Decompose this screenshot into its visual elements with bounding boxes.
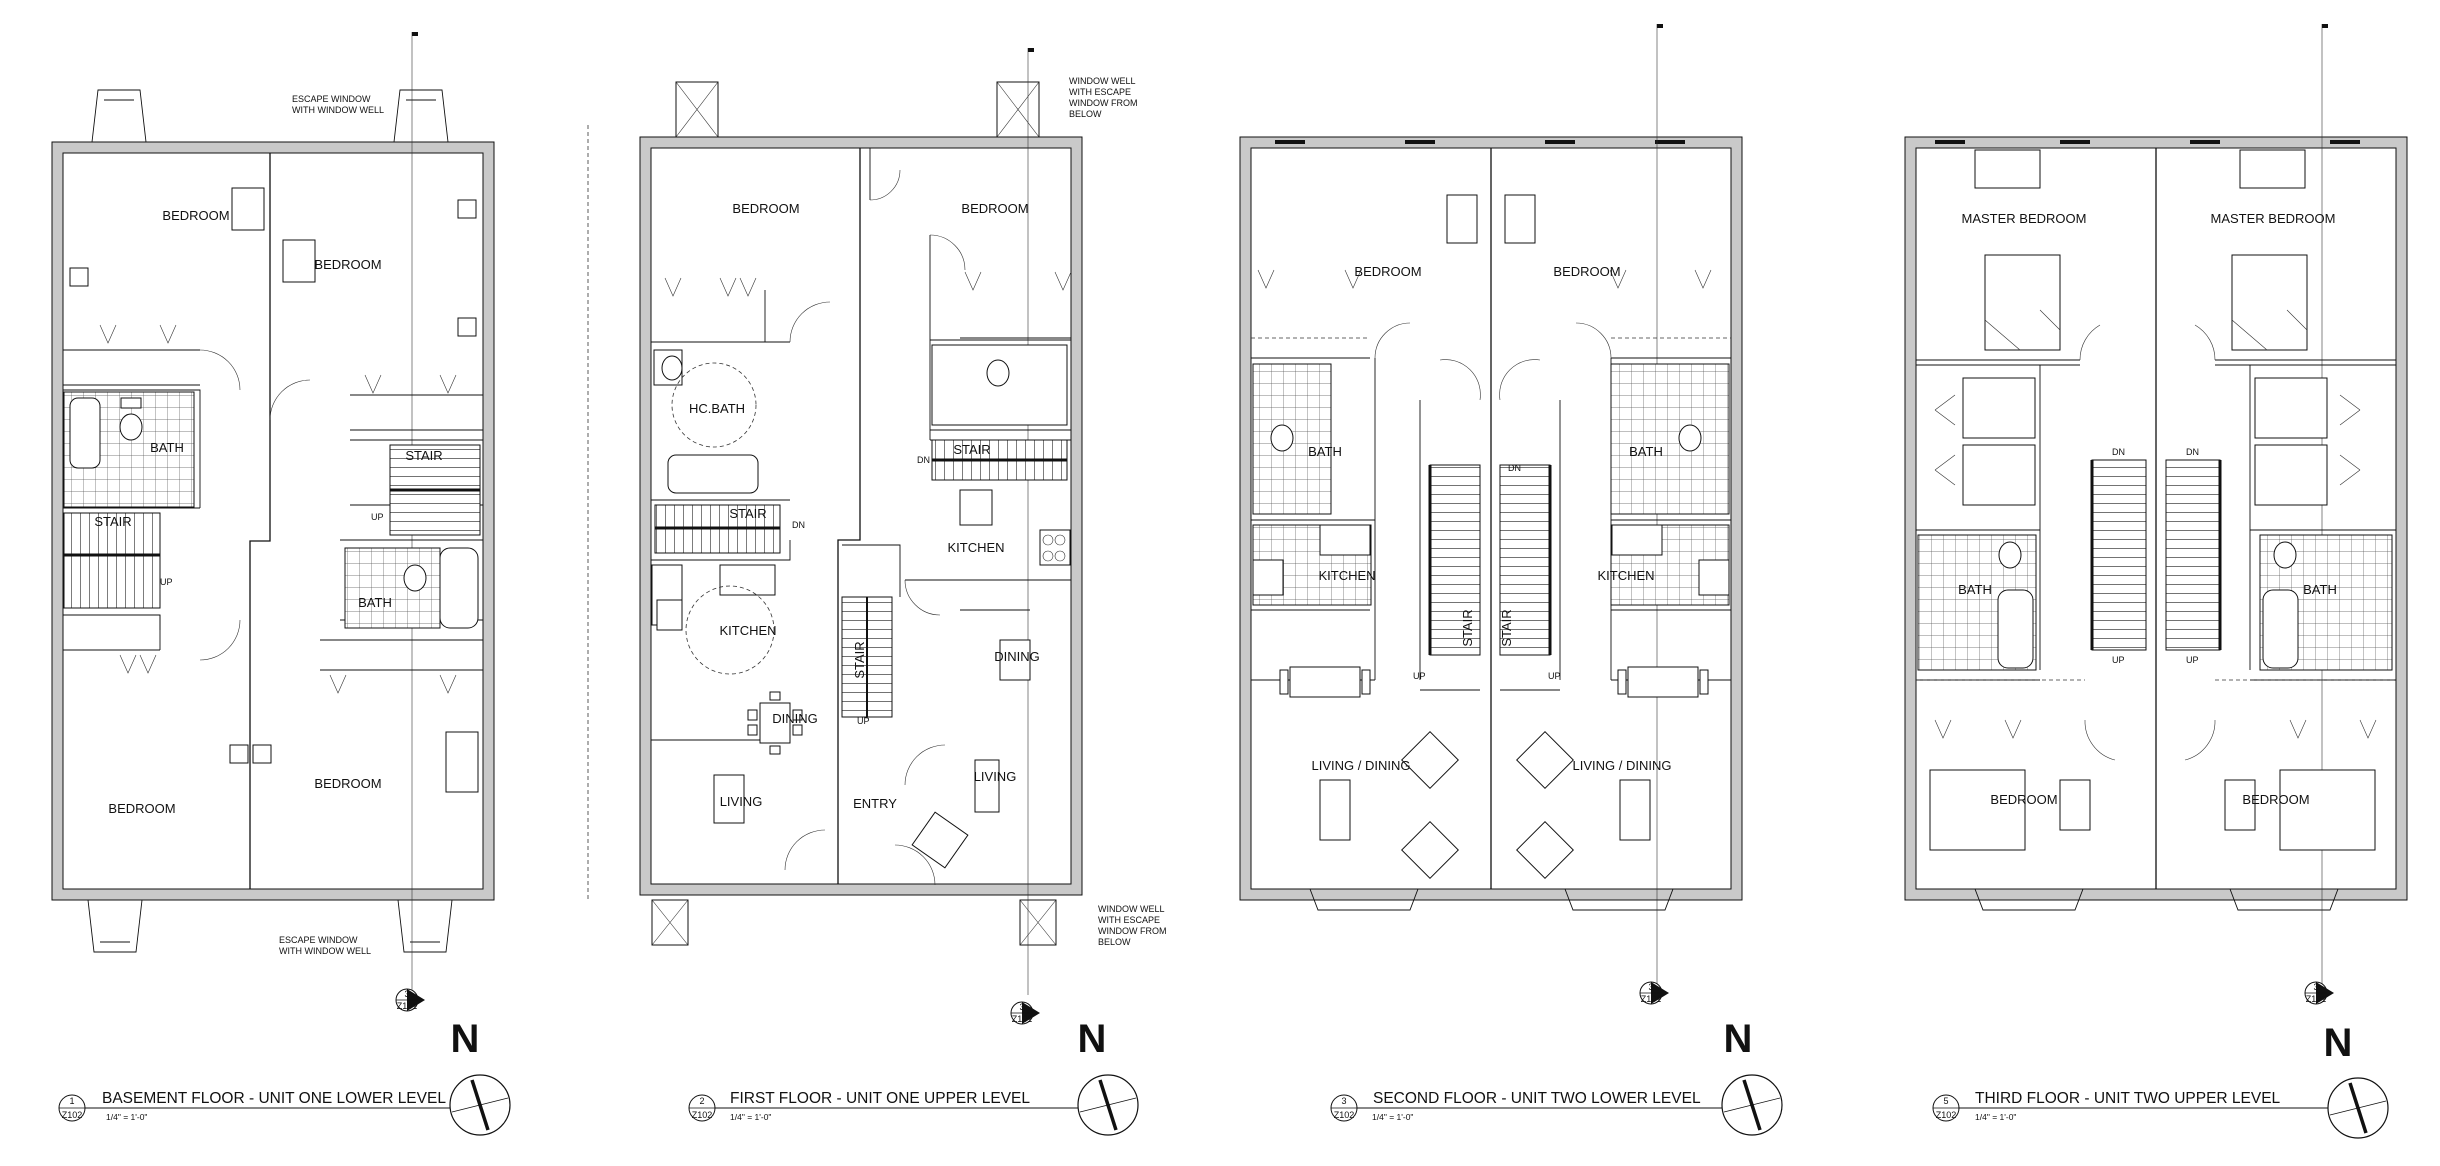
room-label: BATH [1308,444,1342,459]
stair-up-label: UP [2112,655,2125,665]
plan-scale: 1/4" = 1'-0" [106,1112,147,1122]
plan-sheet: Z102 [692,1110,713,1120]
plan-title: FIRST FLOOR - UNIT ONE UPPER LEVEL [730,1090,1030,1107]
section-tag-number: 3 [404,989,409,999]
stair-up-label: UP [371,512,384,522]
plan-number: 5 [1943,1096,1948,1106]
escape-window-note: WITH WINDOW WELL [279,946,371,956]
room-label: STAIR [94,514,131,529]
plan-basement: BEDROOM BEDROOM BEDROOM BEDROOM BATH BAT… [51,32,511,1136]
plan-sheet: Z102 [62,1110,83,1120]
section-tag-number: 3 [2313,982,2318,992]
window-well-note: WITH ESCAPE [1098,915,1160,925]
plan-scale: 1/4" = 1'-0" [1372,1112,1413,1122]
stair-dn-label: DN [1508,463,1521,473]
room-label: KITCHEN [947,540,1004,555]
room-label: BATH [358,595,392,610]
room-label: STAIR [405,448,442,463]
room-label: BATH [150,440,184,455]
north-arrow-label: N [2324,1021,2353,1065]
room-label: HC.BATH [689,401,745,416]
plan-number: 3 [1341,1096,1346,1106]
room-label: LIVING [974,769,1017,784]
stair-dn-label: DN [917,455,930,465]
room-label: MASTER BEDROOM [2211,211,2336,226]
window-well-note: WINDOW FROM [1098,926,1166,936]
room-label: STAIR [852,641,867,678]
room-label: STAIR [729,506,766,521]
room-label: BATH [1629,444,1663,459]
section-tag-sheet: Z101 [1012,1014,1033,1024]
plan-sheet: Z102 [1334,1110,1355,1120]
north-arrow-label: N [1078,1017,1107,1061]
room-label: BEDROOM [314,776,381,791]
section-tag-sheet: Z101 [397,1001,418,1011]
stair-up-label: UP [160,577,173,587]
stair-up-label: UP [2186,655,2199,665]
window-well-note: WINDOW WELL [1069,76,1136,86]
room-label: DINING [994,649,1040,664]
room-label: BEDROOM [108,801,175,816]
room-label: LIVING / DINING [1573,758,1672,773]
room-label: BEDROOM [1553,264,1620,279]
plan-third-floor: MASTER BEDROOM MASTER BEDROOM BATH BATH … [1904,24,2408,1139]
plan-scale: 1/4" = 1'-0" [730,1112,771,1122]
escape-window-note: ESCAPE WINDOW [292,94,371,104]
room-label: BEDROOM [2242,792,2309,807]
section-tag-sheet: Z101 [1641,994,1662,1004]
room-label: BATH [1958,582,1992,597]
room-label: ENTRY [853,796,897,811]
room-label: BEDROOM [961,201,1028,216]
room-label: BATH [2303,582,2337,597]
room-label: LIVING [720,794,763,809]
room-label: BEDROOM [162,208,229,223]
plan-first-floor: BEDROOM BEDROOM HC.BATH STAIR STAIR STAI… [639,48,1166,1136]
north-arrow-label: N [1724,1017,1753,1061]
plan-scale: 1/4" = 1'-0" [1975,1112,2016,1122]
escape-window-note: ESCAPE WINDOW [279,935,358,945]
room-label: BEDROOM [1354,264,1421,279]
window-well-note: WITH ESCAPE [1069,87,1131,97]
room-label: STAIR [953,442,990,457]
stair-up-label: UP [857,716,870,726]
room-label: BEDROOM [1990,792,2057,807]
stair-dn-label: DN [2112,447,2125,457]
north-arrow-label: N [451,1017,480,1061]
room-label: LIVING / DINING [1312,758,1411,773]
room-label: KITCHEN [1318,568,1375,583]
window-well-note: WINDOW WELL [1098,904,1165,914]
window-well-note: BELOW [1069,109,1102,119]
room-label: KITCHEN [719,623,776,638]
plan-number: 1 [69,1096,74,1106]
plan-title: SECOND FLOOR - UNIT TWO LOWER LEVEL [1373,1090,1701,1107]
section-tag-number: 3 [1019,1002,1024,1012]
stair-dn-label: DN [792,520,805,530]
plan-title: THIRD FLOOR - UNIT TWO UPPER LEVEL [1975,1090,2281,1107]
room-label: BEDROOM [732,201,799,216]
room-label: STAIR [1460,609,1475,646]
plan-second-floor: BEDROOM BEDROOM BATH BATH KITCHEN KITCHE… [1239,24,1783,1136]
stair-up-label: UP [1413,671,1426,681]
section-tag-number: 3 [1648,982,1653,992]
room-label: KITCHEN [1597,568,1654,583]
plan-sheet: Z102 [1936,1110,1957,1120]
plan-number: 2 [699,1096,704,1106]
window-well-note: WINDOW FROM [1069,98,1137,108]
section-tag-sheet: Z101 [2306,994,2327,1004]
plan-title: BASEMENT FLOOR - UNIT ONE LOWER LEVEL [102,1090,446,1107]
room-label: DINING [772,711,818,726]
escape-window-note: WITH WINDOW WELL [292,105,384,115]
window-well-note: BELOW [1098,937,1131,947]
room-label: BEDROOM [314,257,381,272]
room-label: STAIR [1499,609,1514,646]
room-label: MASTER BEDROOM [1962,211,2087,226]
stair-dn-label: DN [2186,447,2199,457]
stair-up-label: UP [1548,671,1561,681]
